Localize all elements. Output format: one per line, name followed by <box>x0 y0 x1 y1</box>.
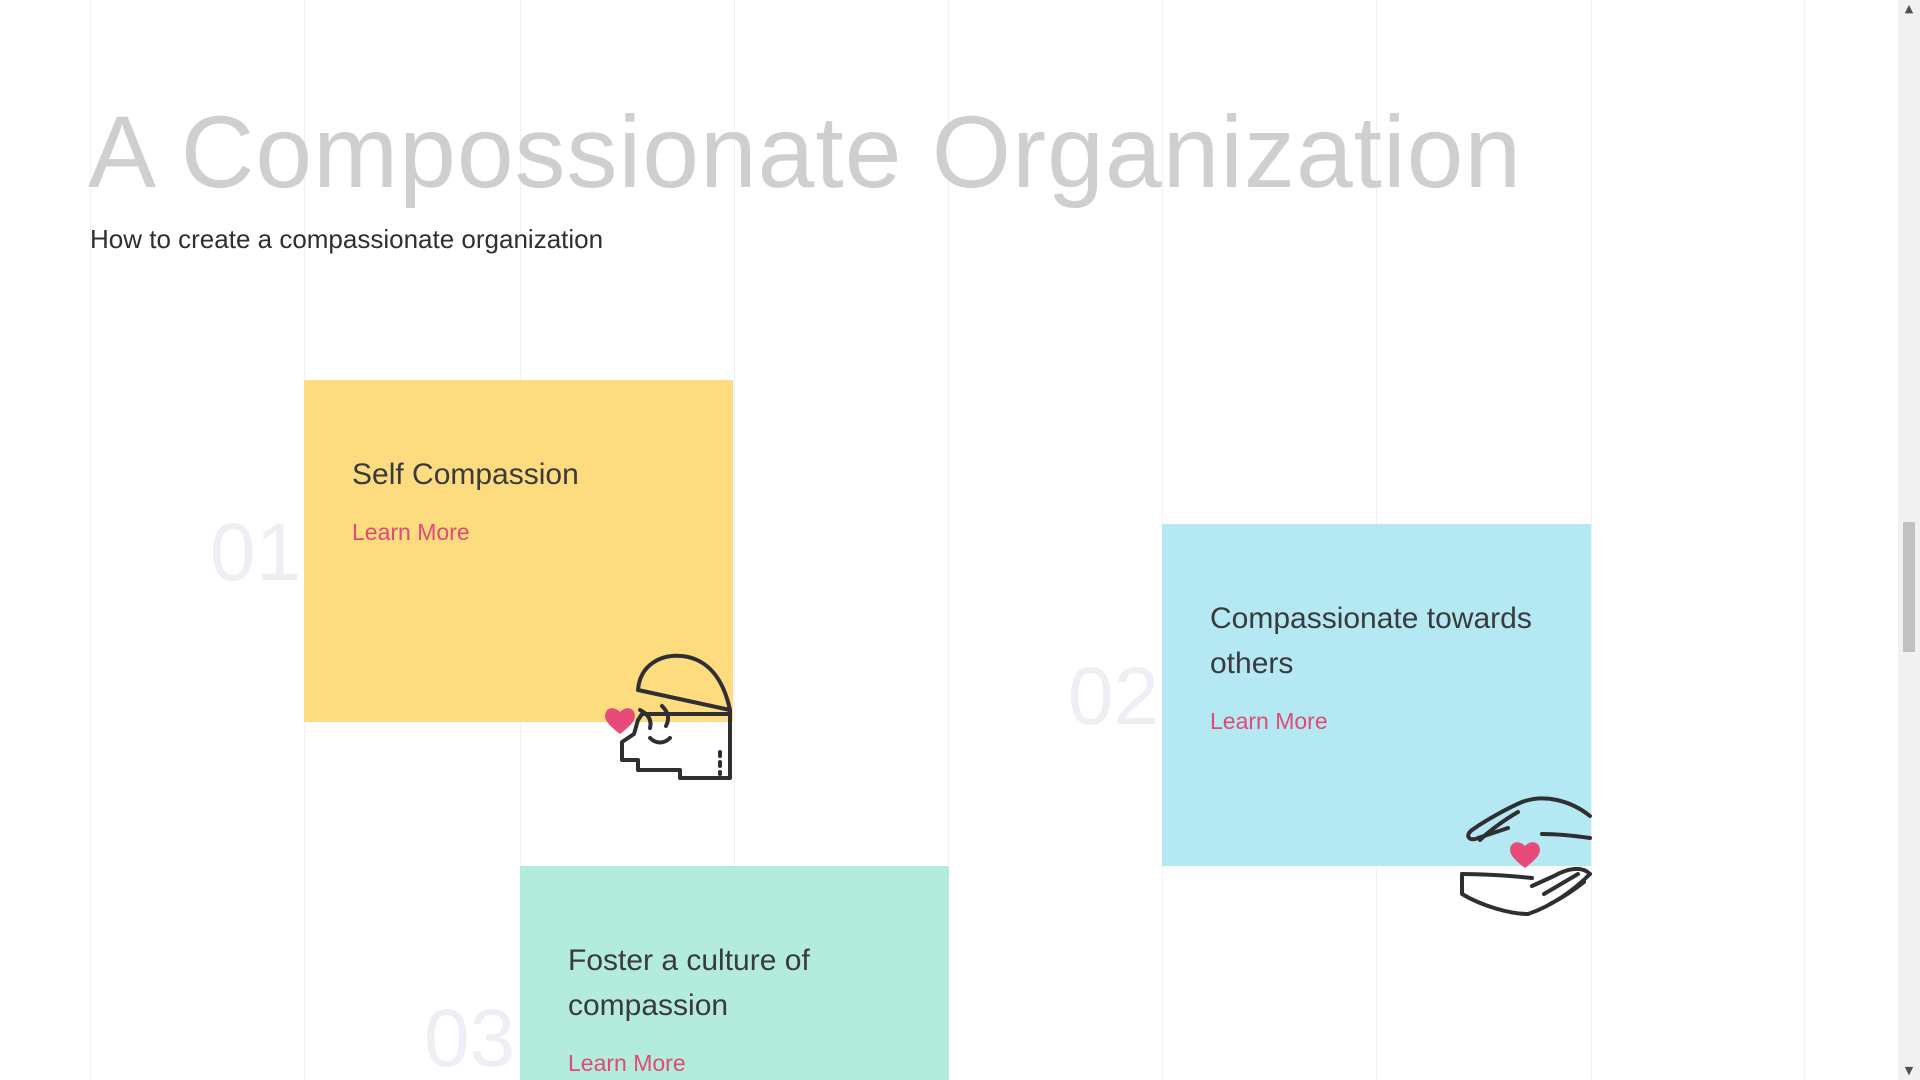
grid-line <box>1591 0 1592 1080</box>
card-foster-culture: Foster a culture of compassion Learn Mor… <box>520 866 949 1080</box>
grid-line <box>948 0 949 1080</box>
page-subtitle: How to create a compassionate organizati… <box>90 224 604 254</box>
learn-more-link[interactable]: Learn More <box>568 1050 686 1076</box>
learn-more-link[interactable]: Learn More <box>1210 708 1328 734</box>
card-compassionate-towards-others: Compassionate towards others Learn More <box>1162 524 1591 866</box>
card-self-compassion: Self Compassion Learn More <box>304 380 733 722</box>
scroll-up-arrow[interactable]: ▲ <box>1904 2 1914 15</box>
step-number-01: 01 <box>210 507 302 598</box>
learn-more-link[interactable]: Learn More <box>352 519 470 545</box>
grid-line <box>1804 0 1805 1080</box>
step-number-03: 03 <box>424 993 516 1080</box>
card-title: Self Compassion <box>352 458 579 491</box>
page-title: A Compossionate Organization <box>88 95 1523 209</box>
card-title: Foster a culture of compassion <box>568 944 810 1022</box>
step-number-02: 02 <box>1068 651 1160 742</box>
scrollbar[interactable]: ▲ ▼ <box>1898 0 1920 1080</box>
grid-line <box>734 0 735 1080</box>
hands-heart-icon <box>1460 796 1592 916</box>
card-title: Compassionate towards others <box>1210 602 1532 680</box>
grid-line <box>90 0 91 1080</box>
scroll-down-arrow[interactable]: ▼ <box>1904 1064 1914 1077</box>
meditating-head-icon <box>605 653 732 780</box>
scroll-thumb[interactable] <box>1903 522 1915 652</box>
